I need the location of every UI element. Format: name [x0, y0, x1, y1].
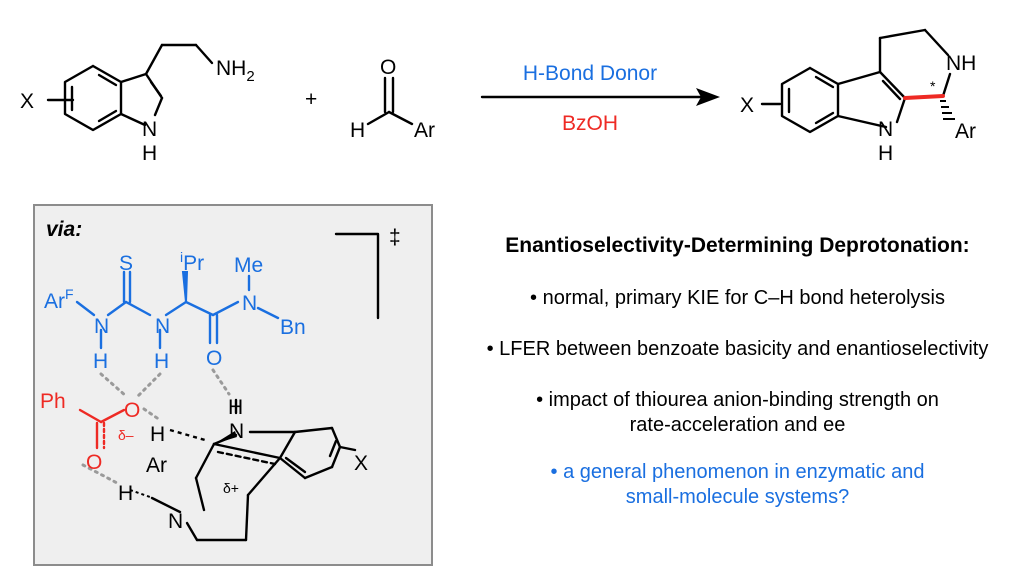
finding-general-line2: small-molecule systems?	[625, 486, 850, 508]
ph-label: Ph	[40, 390, 66, 413]
via-label: via:	[46, 218, 82, 241]
ring-n-label: N	[168, 510, 183, 533]
aldehyde-h-label: H	[350, 119, 365, 142]
thiourea-catalyst: ArF N H S N H iPr O N Me Bn	[44, 249, 306, 373]
ts-ar-label: Ar	[146, 454, 167, 477]
findings-heading: Enantioselectivity-Determining Deprotona…	[505, 234, 970, 257]
indole-h-label: H	[228, 396, 243, 419]
plus-sign: +	[305, 88, 317, 111]
thiourea-h1-label: H	[93, 350, 108, 373]
aldehyde-structure: O H Ar	[350, 56, 435, 142]
carbonyl-o-label: O	[86, 451, 102, 474]
stereocenter-star: *	[930, 78, 936, 94]
indole-h-label: H	[142, 142, 157, 165]
double-dagger: ‡	[389, 226, 401, 249]
reagent-bzoh: BzOH	[562, 112, 618, 135]
me-label: Me	[234, 254, 263, 277]
finding-kie: • normal, primary KIE for C–H bond heter…	[530, 287, 945, 309]
indole-n-label: N	[229, 420, 244, 443]
substituent-x-label: X	[20, 90, 34, 113]
finding-lfer: • LFER between benzoate basicity and ena…	[486, 338, 989, 360]
tryptamine-structure: X NH2 N H	[20, 43, 255, 165]
iminium-substrate: H N H Ar H N δ+ X	[118, 396, 368, 542]
thiourea-h2-label: H	[154, 350, 169, 373]
amide-o-label: O	[206, 347, 222, 370]
product-n-label: N	[878, 118, 893, 141]
amide-n-label: N	[242, 292, 257, 315]
transition-state-box: via: ‡ ArF N H S N H iPr	[33, 204, 433, 566]
thiourea-n2-label: N	[155, 315, 170, 338]
delta-minus-label: δ–	[118, 427, 134, 443]
finding-general-line1: • a general phenomenon in enzymatic and	[550, 461, 925, 483]
thiourea-s-label: S	[119, 252, 133, 275]
findings-panel: Enantioselectivity-Determining Deprotona…	[455, 230, 1020, 510]
benzoate-anion: Ph O δ– O	[40, 390, 140, 474]
bn-label: Bn	[280, 316, 306, 339]
delta-plus-label: δ+	[223, 480, 239, 496]
aldehyde-o-label: O	[380, 56, 396, 79]
amine-label: NH2	[216, 57, 255, 85]
product-structure: X NH * N H Ar	[740, 28, 976, 165]
carboxylate-o-label: O	[124, 399, 140, 422]
product-h-label: H	[878, 142, 893, 165]
indole-n-label: N	[142, 118, 157, 141]
aldehyde-ar-label: Ar	[414, 119, 435, 142]
ipr-label: iPr	[180, 249, 204, 275]
product-ar-label: Ar	[955, 120, 976, 143]
ch-h-label: H	[150, 423, 165, 446]
product-x-label: X	[740, 94, 754, 117]
thiourea-n1-label: N	[94, 315, 109, 338]
finding-anion-binding-line1: • impact of thiourea anion-binding stren…	[536, 389, 939, 411]
reagent-hbond-donor: H-Bond Donor	[523, 62, 657, 85]
nh-h-label: H	[118, 482, 133, 505]
reaction-arrow: H-Bond Donor BzOH	[480, 62, 720, 135]
ts-x-label: X	[354, 452, 368, 475]
finding-anion-binding-line2: rate-acceleration and ee	[629, 414, 846, 436]
product-nh-label: NH	[946, 52, 976, 75]
arf-label: ArF	[44, 286, 74, 313]
